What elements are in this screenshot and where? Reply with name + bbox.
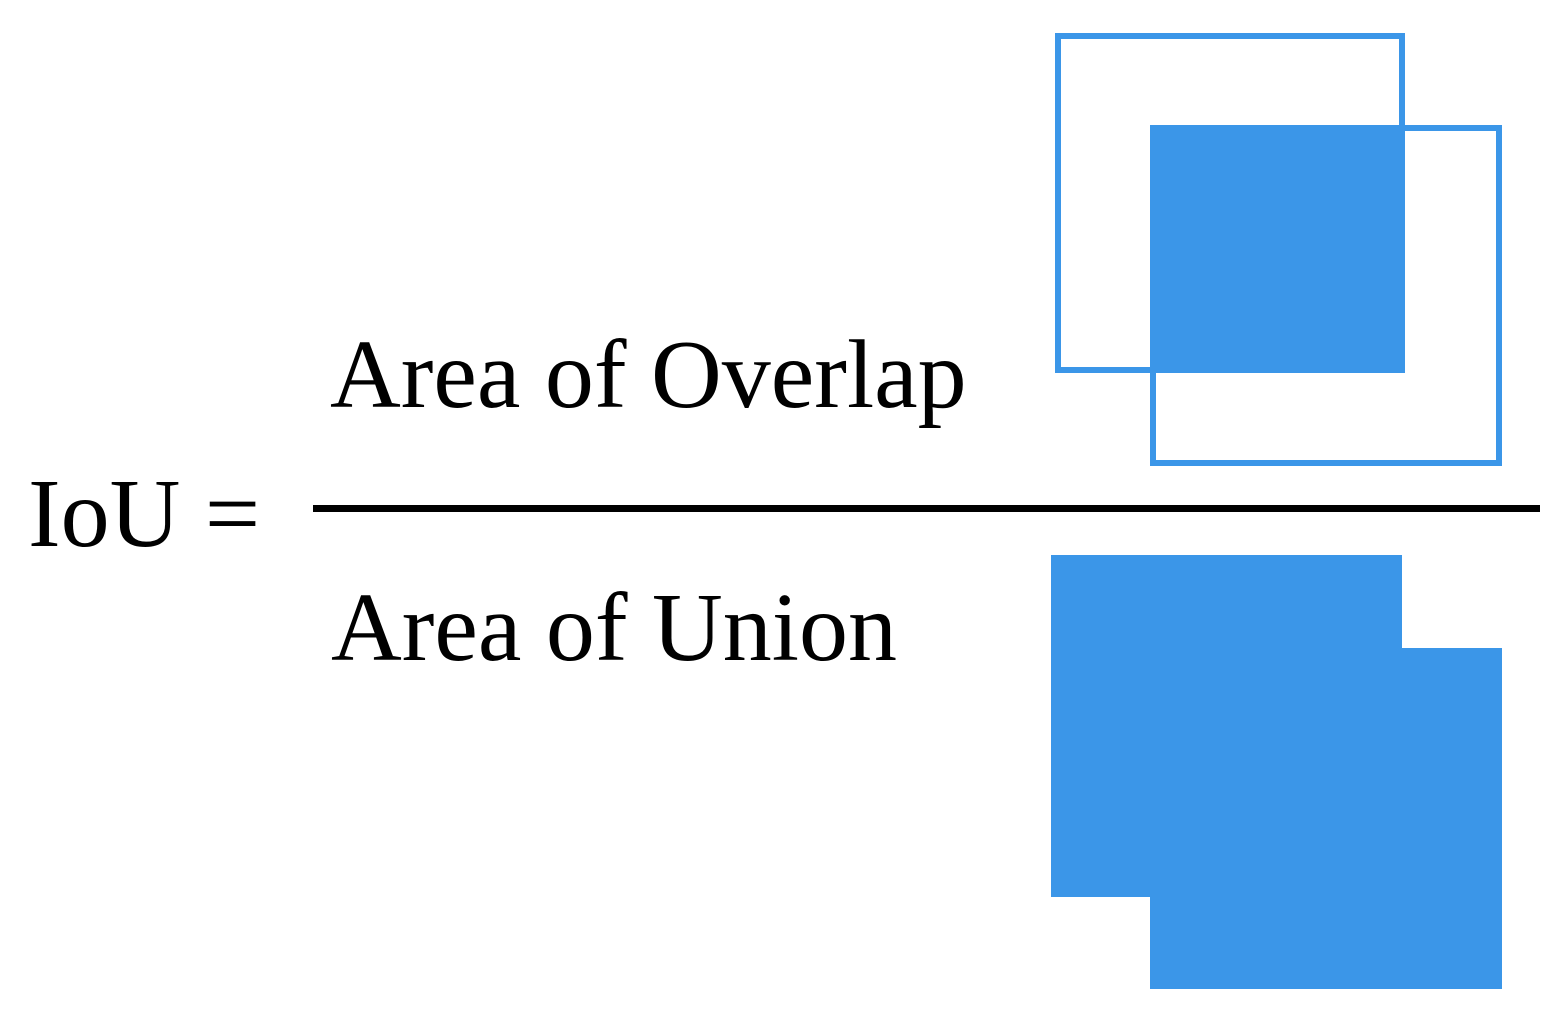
iou-equals-label: IoU =: [28, 460, 261, 568]
numerator-label: Area of Overlap: [330, 321, 967, 429]
fraction-bar: [313, 505, 1540, 512]
denominator-label: Area of Union: [331, 574, 898, 682]
union-box-b-fill: [1150, 648, 1502, 989]
overlap-intersection-fill: [1150, 125, 1405, 373]
